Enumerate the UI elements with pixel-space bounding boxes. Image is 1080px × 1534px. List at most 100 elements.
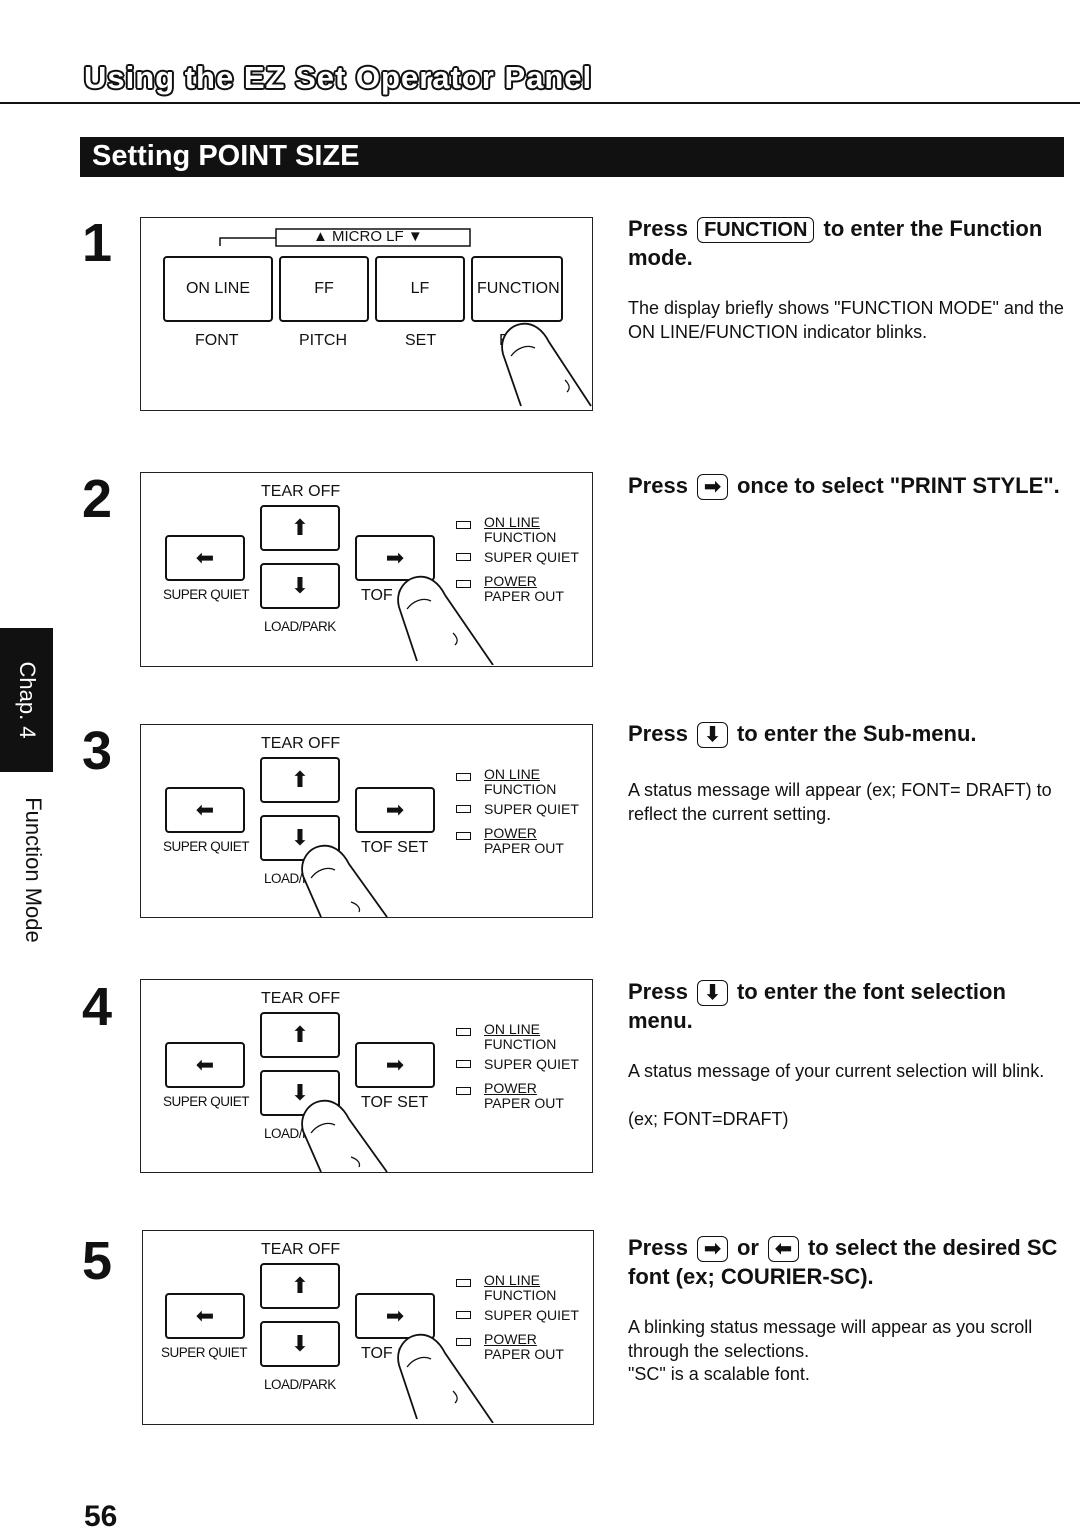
ff-key[interactable]: FF (279, 256, 369, 322)
step-heading: Press ⬇ to enter the Sub-menu. (628, 719, 1068, 749)
super-quiet-label: SUPER QUIET (163, 1094, 250, 1109)
micro-lf-label: ▲ MICRO LF ▼ (313, 228, 423, 245)
right-key[interactable]: ➡ (355, 535, 435, 581)
tear-off-label: TEAR OFF (261, 990, 341, 1007)
super-quiet-indicator (456, 553, 471, 561)
super-quiet-indicator (456, 1060, 471, 1068)
step-heading-pre: Press (628, 979, 688, 1004)
step-heading-pre: Press (628, 1235, 688, 1260)
chapter-tab: Chap. 4 (0, 628, 53, 772)
power-indicator-label: POWER (484, 1331, 537, 1347)
power-indicator (456, 1087, 471, 1095)
power-indicator-label: POWER (484, 1080, 537, 1096)
online-indicator-label: ON LINE (484, 1021, 541, 1037)
right-key[interactable]: ➡ (355, 1042, 435, 1088)
online-indicator (456, 1028, 471, 1036)
load-park-label: LOAD/PARK (264, 619, 336, 634)
left-key[interactable]: ⬅ (165, 1293, 245, 1339)
step-example: (ex; FONT=DRAFT) (628, 1109, 789, 1129)
super-quiet-label: SUPER QUIET (163, 839, 250, 854)
step-heading: Press ➡ once to select "PRINT STYLE". (628, 471, 1068, 501)
control-panel-illustration: TEAR OFF ⬆ ⬅ ➡ ⬇ SUPER QUIET LOAD/PARK T… (142, 1230, 594, 1425)
lf-key[interactable]: LF (375, 256, 465, 322)
step-heading: Press ⬇ to enter the font selection menu… (628, 977, 1068, 1035)
up-key[interactable]: ⬆ (260, 757, 340, 803)
set-label: SET (405, 332, 437, 349)
chapter-section-label: Function Mode (21, 797, 46, 943)
power-indicator-label: POWER (484, 573, 537, 589)
pointing-finger-icon (397, 1333, 494, 1423)
up-key[interactable]: ⬆ (260, 505, 340, 551)
step-heading-post: to select the desired SC font (ex; COURI… (628, 1235, 1058, 1290)
right-key[interactable]: ➡ (355, 787, 435, 833)
super-quiet-label: SUPER QUIET (163, 587, 250, 602)
super-quiet-label: SUPER QUIET (161, 1345, 248, 1360)
down-key[interactable]: ⬇ (260, 563, 340, 609)
step-number: 1 (82, 213, 113, 273)
power-indicator (456, 832, 471, 840)
left-key[interactable]: ⬅ (165, 787, 245, 833)
control-panel-illustration: TEAR OFF ⬆ ⬅ ➡ ⬇ SUPER QUIET LOAD/PARK T… (140, 724, 593, 918)
down-arrow-key-glyph: ⬇ (697, 722, 728, 749)
paper-out-indicator-label: PAPER OUT (484, 1346, 564, 1362)
online-key[interactable]: ON LINE (163, 256, 273, 322)
tof-set-label: TOF SET (361, 1094, 429, 1111)
step-note: "SC" is a scalable font. (628, 1364, 810, 1384)
step-body: A blinking status message will appear as… (628, 1317, 1033, 1361)
online-indicator (456, 1279, 471, 1287)
right-key[interactable]: ➡ (355, 1293, 435, 1339)
step-number: 5 (82, 1231, 113, 1291)
page-number: 56 (84, 1500, 118, 1533)
online-indicator-label: ON LINE (484, 514, 541, 530)
load-park-label: LOAD/PARK (264, 1377, 336, 1392)
pointing-finger-icon (397, 575, 494, 665)
right-arrow-key-glyph: ➡ (697, 1236, 728, 1263)
tear-off-label: TEAR OFF (261, 735, 341, 752)
function-panel-illustration: ▲ MICRO LF ▼ ON LINE FF LF FUNCTION FONT… (140, 217, 593, 411)
power-indicator (456, 1338, 471, 1346)
left-arrow-key-glyph: ⬅ (768, 1236, 799, 1263)
down-arrow-key-glyph: ⬇ (697, 980, 728, 1007)
tear-off-label: TEAR OFF (261, 483, 341, 500)
font-label: FONT (195, 332, 239, 349)
step-heading-pre: Press (628, 216, 688, 241)
section-banner: Setting POINT SIZE (80, 137, 1064, 177)
step-heading: Press ➡ or ⬅ to select the desired SC fo… (628, 1233, 1068, 1291)
left-key[interactable]: ⬅ (165, 535, 245, 581)
super-quiet-indicator-label: SUPER QUIET (484, 1056, 579, 1072)
function-indicator-label: FUNCTION (484, 529, 557, 545)
online-indicator (456, 521, 471, 529)
paper-out-indicator-label: PAPER OUT (484, 840, 564, 856)
down-key[interactable]: ⬇ (260, 1321, 340, 1367)
step-heading-post: once to select "PRINT STYLE". (736, 473, 1060, 498)
tof-set-label: TOF SET (361, 839, 429, 856)
header-rule (0, 102, 1080, 104)
paper-out-indicator-label: PAPER OUT (484, 1095, 564, 1111)
step-body: A status message will appear (ex; FONT= … (628, 780, 1052, 824)
pointing-finger-icon (501, 322, 592, 407)
super-quiet-indicator (456, 805, 471, 813)
step-heading-post: to enter the Sub-menu. (736, 721, 977, 746)
paper-out-indicator-label: PAPER OUT (484, 588, 564, 604)
page-header-title: Using the EZ Set Operator Panel (84, 60, 593, 95)
step-heading: Press FUNCTION to enter the Function mod… (628, 214, 1068, 272)
up-key[interactable]: ⬆ (260, 1012, 340, 1058)
down-key[interactable]: ⬇ (260, 815, 340, 861)
pointing-finger-icon (301, 844, 388, 917)
step-body: The display briefly shows "FUNCTION MODE… (628, 298, 1064, 342)
control-panel-illustration: TEAR OFF ⬆ ⬅ ➡ ⬇ SUPER QUIET LOAD/PARK T… (140, 472, 593, 667)
step-number: 3 (82, 721, 113, 781)
super-quiet-indicator-label: SUPER QUIET (484, 549, 579, 565)
left-key[interactable]: ⬅ (165, 1042, 245, 1088)
step-heading-pre: Press (628, 721, 688, 746)
tear-off-label: TEAR OFF (261, 1241, 341, 1258)
right-arrow-key-glyph: ➡ (697, 474, 728, 501)
function-indicator-label: FUNCTION (484, 781, 557, 797)
section-title: Setting POINT SIZE (92, 140, 360, 172)
control-panel-illustration: TEAR OFF ⬆ ⬅ ➡ ⬇ SUPER QUIET LOAD/PARK T… (140, 979, 593, 1173)
up-key[interactable]: ⬆ (260, 1263, 340, 1309)
super-quiet-indicator (456, 1311, 471, 1319)
step-body: A status message of your current selecti… (628, 1061, 1045, 1081)
function-indicator-label: FUNCTION (484, 1287, 557, 1303)
function-key[interactable]: FUNCTION (471, 256, 563, 322)
